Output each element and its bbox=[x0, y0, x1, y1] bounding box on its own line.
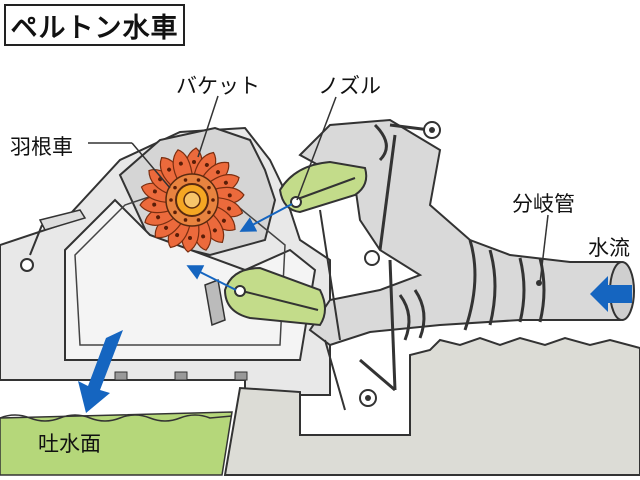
pipe-band bbox=[538, 257, 546, 323]
runner-bolt bbox=[207, 210, 211, 215]
nozzle-bracket bbox=[204, 278, 226, 327]
bucket-dot bbox=[156, 215, 161, 220]
concrete-base bbox=[223, 336, 640, 476]
diagram-title: ペルトン水車 bbox=[4, 4, 185, 46]
bucket-dot bbox=[152, 189, 157, 194]
label-branch-pipe: 分岐管 bbox=[512, 192, 575, 216]
pipe-band bbox=[373, 123, 388, 162]
runner-bolt bbox=[169, 198, 173, 202]
bucket-dot bbox=[223, 180, 228, 185]
bucket-dot bbox=[178, 161, 183, 166]
runner-axle bbox=[183, 191, 201, 209]
foot bbox=[114, 371, 128, 381]
support-strut bbox=[324, 339, 346, 411]
bucket-dot bbox=[188, 236, 192, 240]
inner-housing bbox=[64, 198, 317, 361]
bucket-dot bbox=[192, 160, 196, 164]
runner-bolt bbox=[196, 178, 201, 182]
runner-bolt bbox=[183, 178, 188, 182]
bucket-dot bbox=[201, 234, 206, 239]
control-rod bbox=[388, 259, 397, 391]
bucket-dot bbox=[164, 225, 169, 230]
pipe-band bbox=[398, 294, 411, 341]
pipe-band bbox=[518, 257, 526, 323]
pipe-band bbox=[463, 239, 477, 331]
rod-joint-pin bbox=[429, 127, 435, 133]
bucket-dot bbox=[212, 228, 217, 233]
hook-ring bbox=[20, 258, 34, 272]
label-outlet-surface: 吐水面 bbox=[38, 432, 101, 456]
side-bracket bbox=[38, 209, 87, 231]
label-bucket: バケット bbox=[176, 74, 260, 98]
bucket-dot bbox=[221, 218, 226, 223]
runner-bolt bbox=[173, 210, 177, 215]
bucket-dot bbox=[227, 206, 232, 211]
penstock-pipe bbox=[298, 118, 632, 347]
bucket-dot bbox=[167, 167, 172, 172]
control-rod bbox=[359, 358, 396, 392]
leader-branch-pipe bbox=[539, 214, 549, 284]
bucket-dot bbox=[204, 162, 209, 167]
foot bbox=[174, 371, 188, 381]
pipe-band bbox=[413, 289, 426, 339]
water-surface-line bbox=[0, 414, 233, 422]
runner-bolt bbox=[183, 218, 188, 222]
support-strut bbox=[319, 209, 341, 341]
label-water-flow: 水流 bbox=[588, 236, 630, 260]
label-runner: 羽根車 bbox=[10, 135, 73, 159]
bucket-dot bbox=[152, 202, 157, 207]
upper-jet-arrow bbox=[239, 203, 293, 232]
foot bbox=[234, 371, 248, 381]
nozzle-needle bbox=[237, 289, 319, 311]
bucket-dot bbox=[175, 233, 180, 238]
runner-bolt bbox=[211, 198, 215, 202]
nozzle-tip bbox=[290, 196, 302, 208]
leader-nozzle bbox=[296, 96, 337, 201]
tailwater bbox=[0, 411, 233, 476]
bucket-dot bbox=[227, 193, 232, 198]
outflow-arrow bbox=[78, 330, 123, 413]
lower-jet-arrow bbox=[186, 265, 237, 291]
nozzle-tip bbox=[234, 285, 246, 297]
rod-joint bbox=[364, 250, 380, 266]
runner-bolt bbox=[196, 218, 201, 222]
nozzle-needle bbox=[294, 177, 356, 201]
inflow-arrow bbox=[590, 276, 632, 312]
lower-nozzle bbox=[223, 266, 326, 327]
runner-wheel bbox=[139, 147, 245, 253]
label-nozzle: ノズル bbox=[318, 74, 381, 98]
control-rod bbox=[378, 134, 397, 251]
leader-runner bbox=[131, 142, 171, 189]
rod-joint-pin bbox=[365, 395, 371, 401]
runner-bolt bbox=[207, 185, 211, 190]
leader-bucket bbox=[197, 95, 219, 158]
pipe-band bbox=[488, 249, 497, 326]
bucket-dot bbox=[215, 170, 220, 175]
leader-dot bbox=[536, 280, 542, 286]
runner-bolt bbox=[173, 185, 177, 190]
hook-line bbox=[29, 224, 43, 256]
